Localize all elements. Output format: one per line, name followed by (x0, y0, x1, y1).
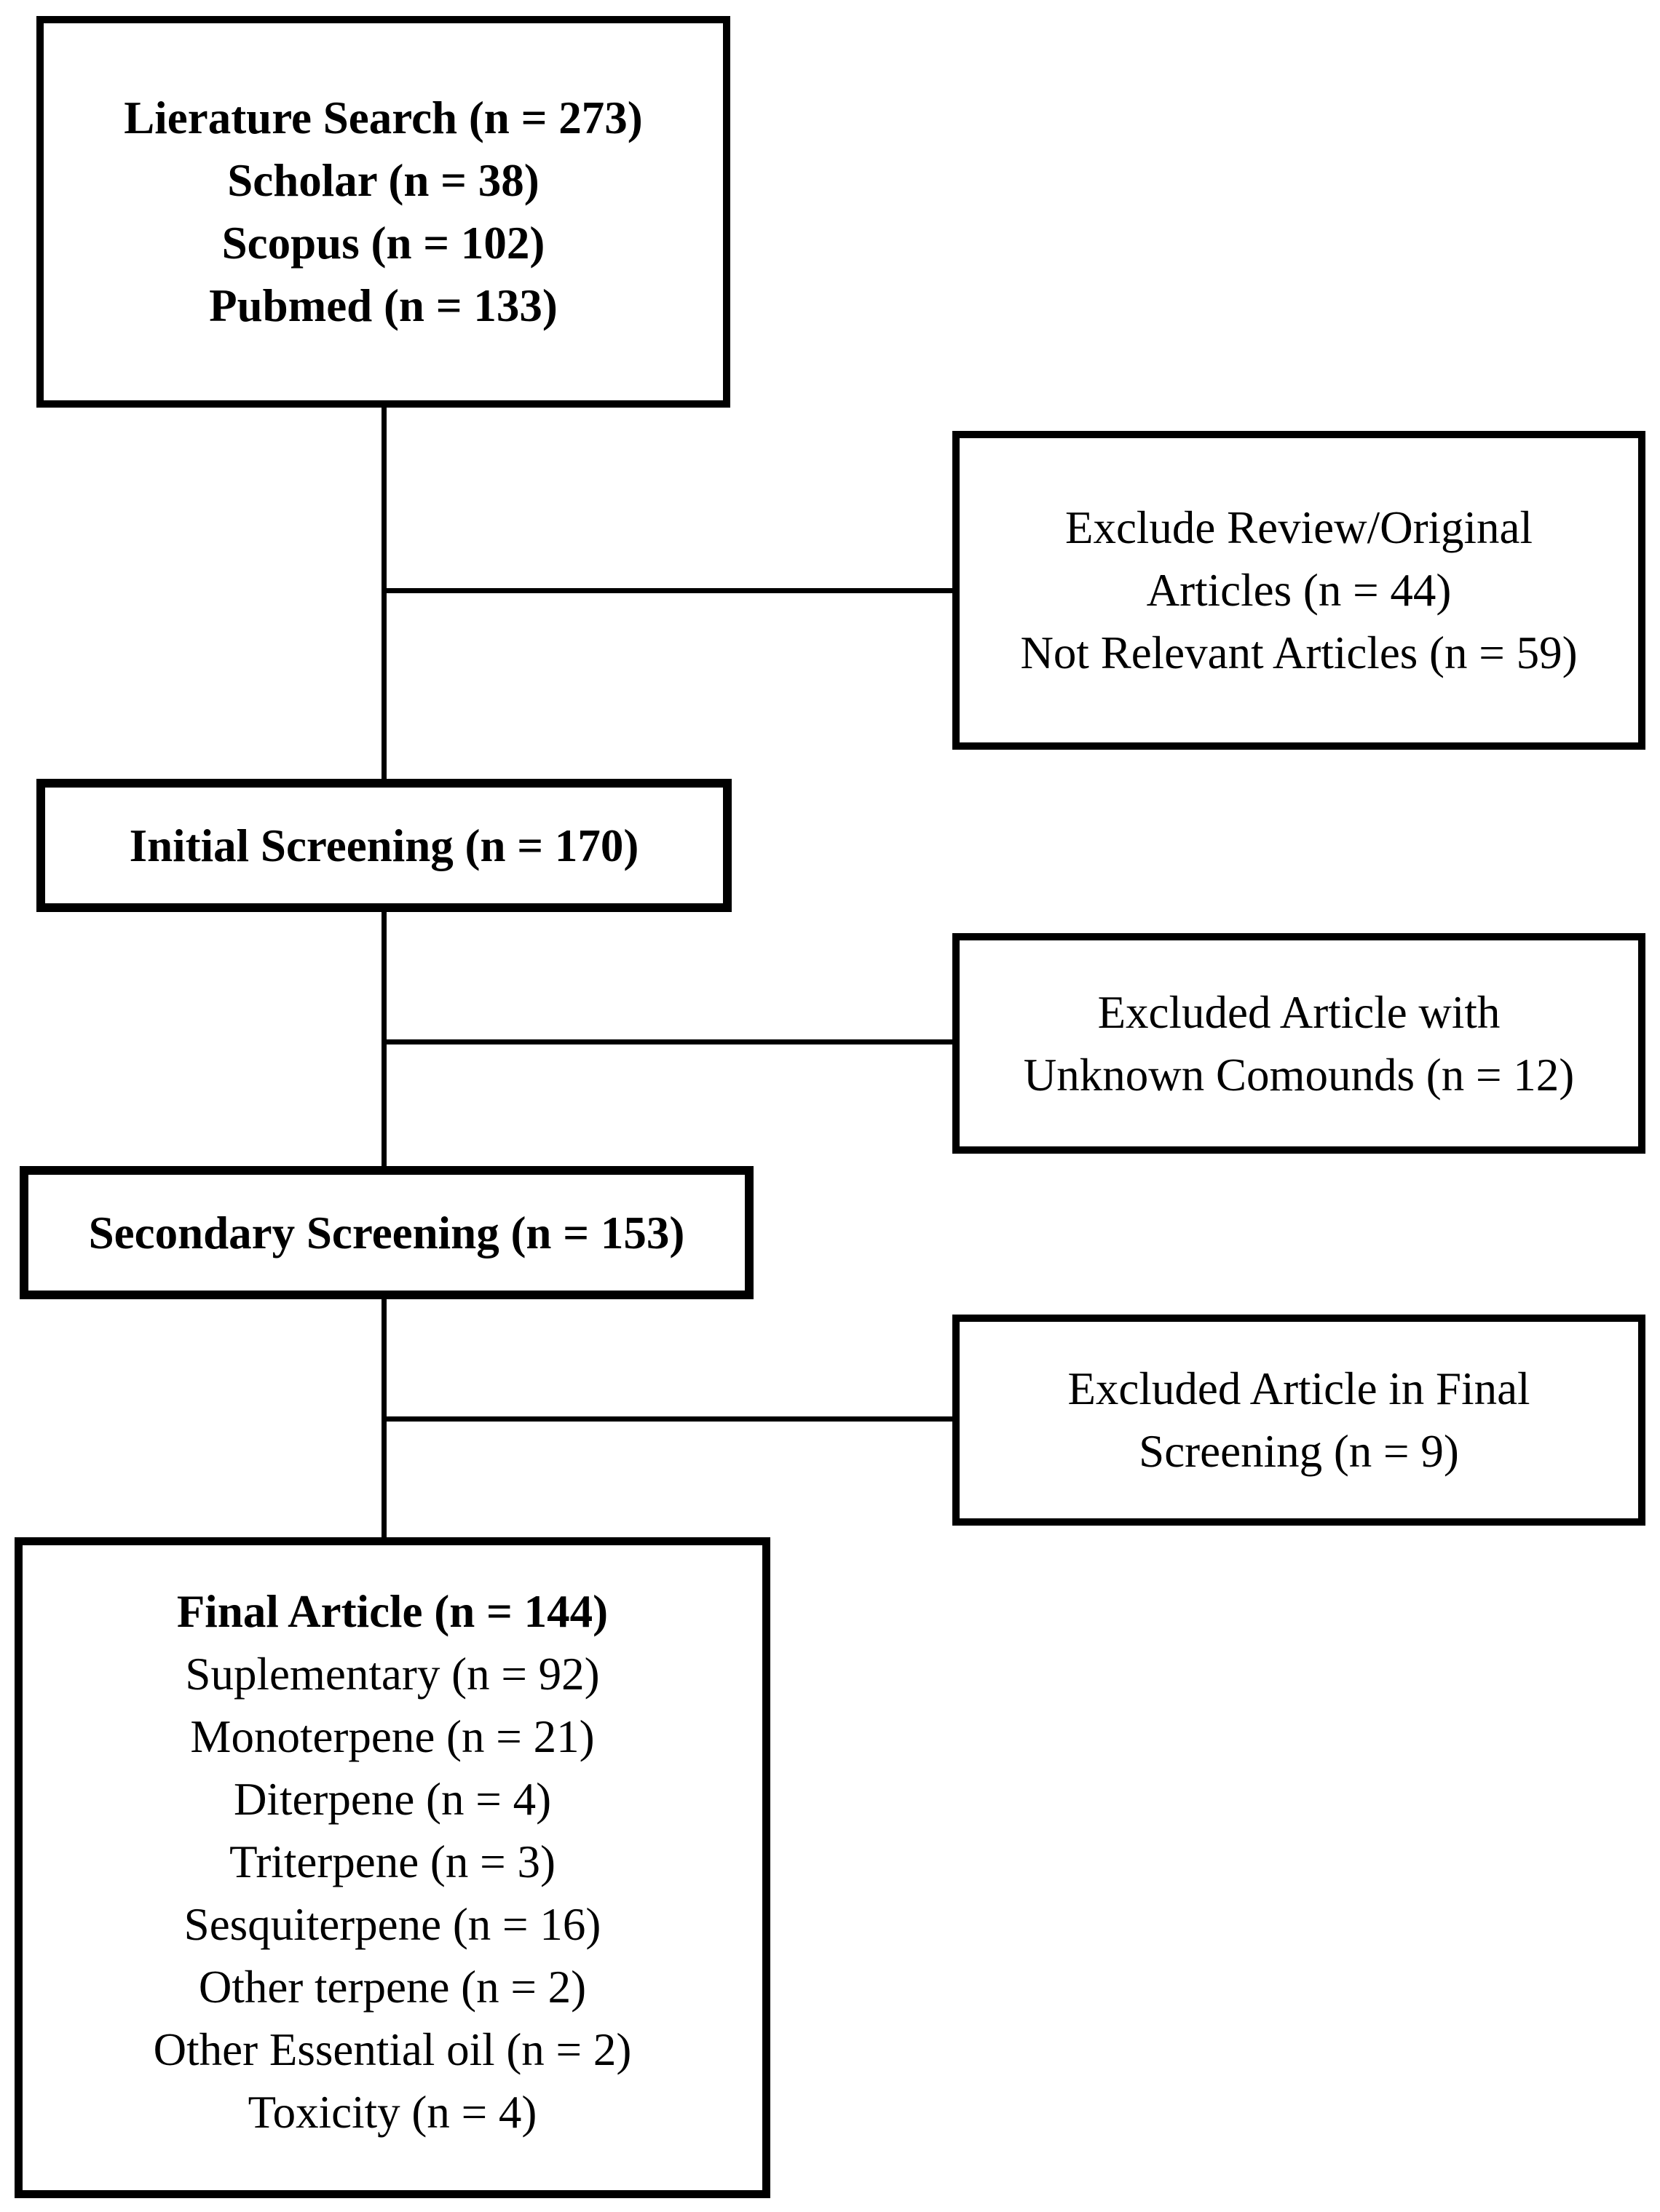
final-category-toxicity: Toxicity (n = 4) (248, 2087, 537, 2138)
exclusion-1-line-2: Articles (n = 44) (1146, 565, 1452, 616)
exclusion-2-line-1: Excluded Article with (1097, 986, 1501, 1038)
literature-search-box: Lierature Search (n = 273) Scholar (n = … (36, 16, 730, 408)
literature-source-scopus: Scopus (n = 102) (221, 218, 545, 269)
final-category-other-essential-oil: Other Essential oil (n = 2) (153, 2024, 632, 2075)
initial-screening-label: Initial Screening (n = 170) (129, 820, 639, 871)
exclusion-1-line-1: Exclude Review/Original (1064, 502, 1533, 553)
connector-branch-to-exclusion-3 (384, 1416, 954, 1422)
exclusion-box-review-original: Exclude Review/Original Articles (n = 44… (952, 431, 1645, 750)
exclusion-1-line-3: Not Relevant Articles (n = 59) (1020, 627, 1578, 678)
secondary-screening-box: Secondary Screening (n = 153) (20, 1166, 754, 1299)
connector-branch-to-exclusion-1 (384, 588, 954, 593)
final-category-monoterpene: Monoterpene (n = 21) (190, 1711, 595, 1762)
literature-search-total: Lierature Search (n = 273) (124, 92, 643, 143)
final-category-triterpene: Triterpene (n = 3) (229, 1836, 556, 1887)
secondary-screening-label: Secondary Screening (n = 153) (88, 1207, 685, 1258)
final-article-box: Final Article (n = 144) Suplementary (n … (15, 1537, 770, 2198)
final-article-total: Final Article (n = 144) (176, 1586, 609, 1637)
exclusion-3-line-1: Excluded Article in Final (1067, 1363, 1530, 1414)
connector-initial-to-secondary (382, 911, 387, 1168)
final-category-other-terpene: Other terpene (n = 2) (198, 1962, 587, 2013)
exclusion-2-line-2: Unknown Comounds (n = 12) (1023, 1049, 1575, 1101)
exclusion-box-unknown-compounds: Excluded Article with Unknown Comounds (… (952, 933, 1645, 1154)
final-category-sesquiterpene: Sesquiterpene (n = 16) (183, 1899, 601, 1950)
exclusion-3-line-2: Screening (n = 9) (1139, 1426, 1459, 1477)
literature-source-scholar: Scholar (n = 38) (227, 155, 540, 206)
final-category-diterpene: Diterpene (n = 4) (233, 1774, 552, 1825)
initial-screening-box: Initial Screening (n = 170) (36, 779, 732, 912)
connector-literature-to-initial (382, 408, 387, 780)
connector-branch-to-exclusion-2 (384, 1039, 954, 1044)
literature-source-pubmed: Pubmed (n = 133) (209, 280, 558, 331)
exclusion-box-final-screening: Excluded Article in Final Screening (n =… (952, 1315, 1645, 1526)
final-category-suplementary: Suplementary (n = 92) (185, 1649, 600, 1700)
